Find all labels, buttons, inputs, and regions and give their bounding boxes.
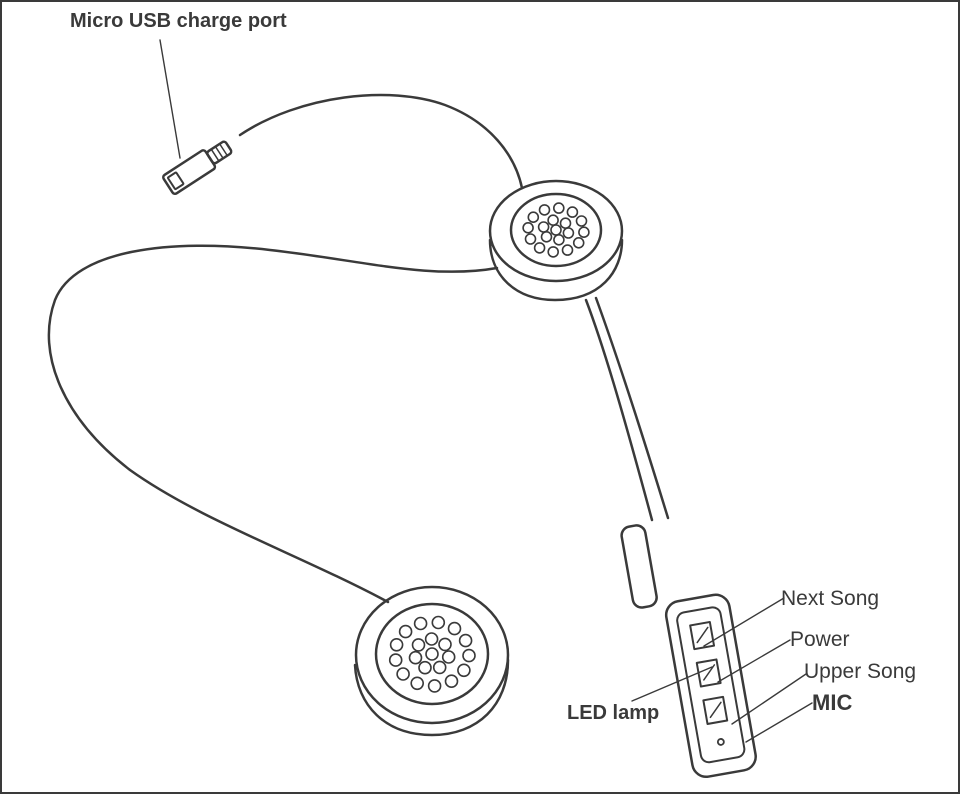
lower-speaker <box>353 585 510 737</box>
grille-hole <box>562 227 575 239</box>
grille-hole <box>438 637 452 652</box>
grille-hole <box>427 679 442 693</box>
upper-song-leader <box>731 673 807 725</box>
grille-hole <box>425 647 439 661</box>
grille-hole <box>418 660 432 675</box>
grille-hole <box>547 214 559 226</box>
grille-hole <box>527 211 540 223</box>
mic-leader <box>745 702 813 743</box>
grille-hole <box>561 244 574 256</box>
usb-connector <box>162 140 233 196</box>
grille-hole <box>408 650 423 665</box>
grille-hole <box>537 221 550 233</box>
grille-hole <box>410 676 425 691</box>
led-leader <box>631 666 713 702</box>
upper-speaker <box>488 179 624 302</box>
power-label: Power <box>790 628 850 651</box>
power-button <box>695 658 722 688</box>
next-song-label: Next Song <box>781 587 880 610</box>
grille-hole <box>396 667 410 681</box>
grille-hole <box>458 633 473 648</box>
grille-hole <box>575 215 588 227</box>
grille-hole <box>424 632 439 646</box>
speaker-link-cable <box>47 244 499 604</box>
upper-song-label: Upper Song <box>804 660 917 683</box>
boom-cable-inner <box>594 296 670 520</box>
grille-hole <box>431 615 446 630</box>
grille-hole <box>388 653 403 667</box>
grille-hole <box>524 233 537 245</box>
boom-cable <box>584 298 654 522</box>
usb-port-label: Micro USB charge port <box>70 10 287 32</box>
usb-leader <box>159 39 181 159</box>
grille-hole <box>444 674 459 689</box>
grille-hole <box>411 638 426 652</box>
led-lamp-label: LED lamp <box>567 702 660 724</box>
grille-hole <box>522 222 534 234</box>
mic-label: MIC <box>812 690 853 715</box>
mic-hole <box>716 738 725 746</box>
grille-hole <box>552 202 565 214</box>
grille-hole <box>447 621 462 636</box>
grille-hole <box>533 242 546 254</box>
grille-hole <box>578 226 590 238</box>
grille-hole <box>441 650 456 664</box>
grille-hole <box>457 663 471 678</box>
power-leader <box>717 639 791 683</box>
remote-control <box>620 524 757 779</box>
grille-hole <box>566 206 579 218</box>
grille-hole <box>572 237 585 249</box>
grille-hole <box>547 246 560 258</box>
grille-hole <box>553 234 565 246</box>
grille-hole <box>538 204 551 216</box>
grille-hole <box>559 217 572 229</box>
usb-cable <box>238 93 524 190</box>
next-song-leader <box>703 597 785 647</box>
grille-hole <box>550 224 562 236</box>
next-song-button <box>689 621 716 651</box>
grille-hole <box>540 231 553 243</box>
upper-song-button <box>702 695 729 725</box>
grille-hole <box>398 624 413 639</box>
grille-hole <box>462 648 476 663</box>
grille-hole <box>413 616 428 631</box>
grille-hole <box>432 660 447 675</box>
grille-hole <box>389 637 404 652</box>
